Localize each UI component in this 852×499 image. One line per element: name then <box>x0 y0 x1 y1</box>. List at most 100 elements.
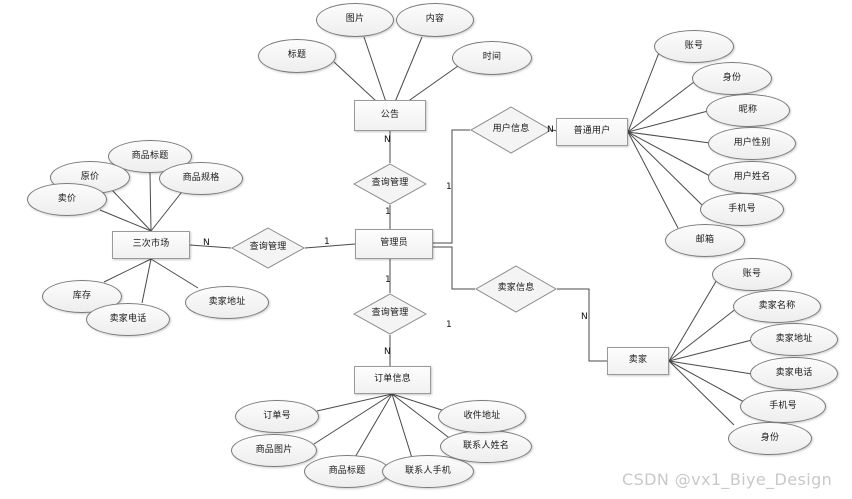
entity-market[interactable]: 三次市场 <box>112 231 190 259</box>
attribute-goods-image[interactable]: 商品图片 <box>231 434 317 467</box>
relationship-query-order[interactable]: 查询管理 <box>353 293 427 335</box>
attribute-content-label: 内容 <box>425 14 445 25</box>
edge-stock-market <box>103 258 152 283</box>
attribute-seller-phone-market-label: 卖家电话 <box>109 313 147 324</box>
attribute-contact-mobile-label: 联系人手机 <box>404 465 451 476</box>
diamond-shape <box>475 265 557 313</box>
edge-admin-userinfo <box>433 129 470 244</box>
edge-goodstitle2-order <box>353 393 393 460</box>
cardinality-market-query: N <box>203 238 210 248</box>
relationship-query-announcement[interactable]: 查询管理 <box>353 163 427 205</box>
cardinality-admin-query-bottom: 1 <box>385 275 391 285</box>
attribute-stock-label: 库存 <box>72 290 92 301</box>
relationship-query-order-label: 查询管理 <box>371 308 409 319</box>
attribute-user-name[interactable]: 用户姓名 <box>708 161 796 194</box>
edge-sellerinfo-seller <box>557 288 607 362</box>
attribute-goods-title-order[interactable]: 商品标题 <box>304 455 390 488</box>
edge-admin-sellerinfo <box>433 246 475 290</box>
attribute-user-account[interactable]: 账号 <box>654 30 734 63</box>
attribute-user-gender-label: 用户性别 <box>733 137 771 148</box>
entity-order-label: 订单信息 <box>374 374 411 385</box>
entity-seller[interactable]: 卖家 <box>607 347 669 375</box>
diamond-shape <box>353 163 427 205</box>
edge-origprice-market <box>111 189 152 232</box>
edge-uaccount-user <box>627 49 661 133</box>
cardinality-sellerinfo-seller: N <box>581 312 588 322</box>
cardinality-admin-sellerinfo: 1 <box>446 320 452 330</box>
entity-announcement-label: 公告 <box>380 109 400 120</box>
attribute-goods-image-label: 商品图片 <box>255 444 293 455</box>
attribute-user-mobile-label: 手机号 <box>728 203 756 214</box>
cardinality-query-admin-top: 1 <box>385 207 391 217</box>
entity-order[interactable]: 订单信息 <box>354 366 431 394</box>
edge-saddr-seller <box>668 339 753 362</box>
cardinality-query-order: N <box>384 347 391 357</box>
edge-selleraddr-market <box>150 258 199 289</box>
attribute-seller-address-label: 卖家地址 <box>775 333 813 344</box>
attribute-user-email-label: 邮箱 <box>695 234 715 245</box>
attribute-seller-mobile[interactable]: 手机号 <box>740 390 826 423</box>
relationship-user-info[interactable]: 用户信息 <box>470 106 552 154</box>
attribute-user-nickname[interactable]: 昵称 <box>706 94 790 127</box>
attribute-user-nickname-label: 昵称 <box>738 104 758 115</box>
attribute-original-price-label: 原价 <box>80 171 100 182</box>
attribute-user-gender[interactable]: 用户性别 <box>708 127 796 160</box>
entity-seller-label: 卖家 <box>628 355 648 366</box>
attribute-title[interactable]: 标题 <box>258 39 336 73</box>
attribute-seller-address-market[interactable]: 卖家地址 <box>185 286 269 319</box>
attribute-seller-phone[interactable]: 卖家电话 <box>750 357 838 390</box>
attribute-contact-name-label: 联系人姓名 <box>462 440 509 451</box>
entity-market-label: 三次市场 <box>132 239 170 250</box>
attribute-user-email[interactable]: 邮箱 <box>665 224 745 257</box>
attribute-selling-price-label: 卖价 <box>57 193 77 204</box>
relationship-query-announcement-label: 查询管理 <box>371 178 409 189</box>
attribute-seller-identity-label: 身份 <box>760 432 780 443</box>
attribute-content[interactable]: 内容 <box>396 3 474 37</box>
entity-announcement[interactable]: 公告 <box>354 100 426 131</box>
attribute-receive-address[interactable]: 收件地址 <box>438 400 526 433</box>
edge-goodstitle-market <box>149 172 152 232</box>
edge-contacttel-order <box>391 393 413 459</box>
attribute-order-number-label: 订单号 <box>263 410 291 421</box>
relationship-query-market[interactable]: 查询管理 <box>231 227 305 269</box>
diamond-shape <box>353 293 427 335</box>
entity-admin-label: 管理员 <box>380 238 408 249</box>
edge-smobile-seller <box>668 360 745 403</box>
entity-normal-user[interactable]: 普通用户 <box>556 118 628 146</box>
edge-goodsspec-market <box>150 187 186 232</box>
entity-normal-user-label: 普通用户 <box>573 126 611 137</box>
edge-sellertel-market <box>141 258 152 304</box>
edge-saccount-seller <box>668 277 719 362</box>
attribute-order-number[interactable]: 订单号 <box>235 400 319 433</box>
attribute-seller-account[interactable]: 账号 <box>712 258 792 291</box>
attribute-seller-address-market-label: 卖家地址 <box>208 296 246 307</box>
attribute-title-label: 标题 <box>287 50 307 61</box>
edge-orderno-order <box>316 393 393 412</box>
attribute-contact-mobile[interactable]: 联系人手机 <box>382 455 474 488</box>
attribute-time[interactable]: 时间 <box>452 41 532 75</box>
attribute-goods-title-order-label: 商品标题 <box>328 465 366 476</box>
attribute-selling-price[interactable]: 卖价 <box>27 183 107 216</box>
attribute-seller-name[interactable]: 卖家名称 <box>733 290 821 323</box>
attribute-seller-phone-label: 卖家电话 <box>775 367 813 378</box>
attribute-seller-mobile-label: 手机号 <box>769 400 797 411</box>
attribute-user-identity[interactable]: 身份 <box>692 62 772 95</box>
attribute-seller-identity[interactable]: 身份 <box>728 422 812 455</box>
cardinality-admin-userinfo: 1 <box>446 182 452 192</box>
edge-sname-seller <box>668 307 738 362</box>
attribute-seller-address[interactable]: 卖家地址 <box>750 323 838 356</box>
attribute-seller-phone-market[interactable]: 卖家电话 <box>86 303 170 336</box>
edge-sellprice-market <box>99 209 152 232</box>
entity-admin[interactable]: 管理员 <box>355 229 433 259</box>
edge-uname-user <box>627 131 711 177</box>
cardinality-announcement-query: N <box>384 135 391 145</box>
attribute-user-mobile[interactable]: 手机号 <box>700 193 784 226</box>
diamond-shape <box>231 227 305 269</box>
relationship-seller-info[interactable]: 卖家信息 <box>475 265 557 313</box>
edge-umobile-user <box>627 131 703 206</box>
attribute-user-name-label: 用户姓名 <box>733 171 771 182</box>
attribute-goods-spec[interactable]: 商品规格 <box>159 162 243 195</box>
attribute-image[interactable]: 图片 <box>316 3 394 37</box>
attribute-contact-name[interactable]: 联系人姓名 <box>440 430 532 463</box>
